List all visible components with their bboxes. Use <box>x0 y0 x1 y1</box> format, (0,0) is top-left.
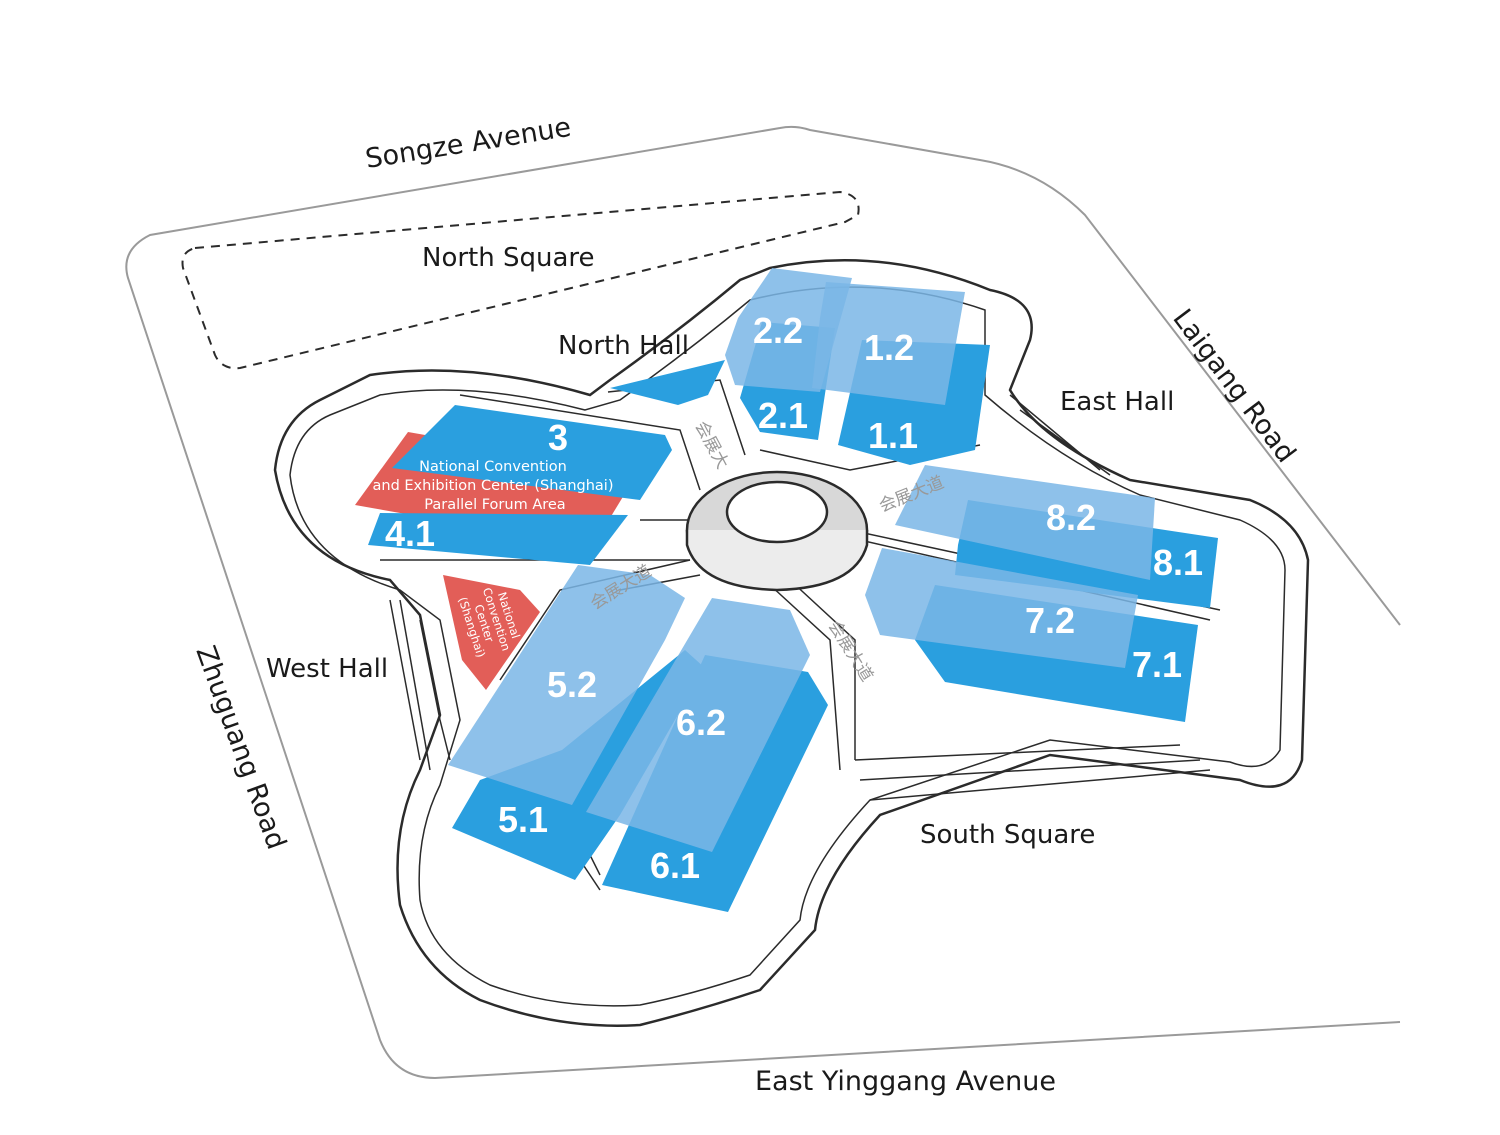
east-hall-label: East Hall <box>1060 387 1174 417</box>
forum-label-line1: National Convention <box>419 459 567 475</box>
hall-5-2-upper[interactable] <box>448 565 685 805</box>
forum-label-line2: and Exhibition Center (Shanghai) <box>373 478 614 494</box>
hall-label-8-1: 8.1 <box>1153 542 1203 583</box>
north-hall-label: North Hall <box>558 331 689 361</box>
hall-label-1-1: 1.1 <box>868 415 918 456</box>
hall-label-1-2: 1.2 <box>864 327 914 368</box>
central-hub <box>685 470 869 592</box>
road-label-south: East Yinggang Avenue <box>755 1066 1056 1097</box>
avenue-label-north: 会展大 <box>691 418 733 472</box>
north-square-outline <box>181 190 860 370</box>
hall-label-6-2: 6.2 <box>676 702 726 743</box>
forum-label-line3: Parallel Forum Area <box>424 497 565 513</box>
hall-label-2-2: 2.2 <box>753 310 803 351</box>
road-label-east: Laigang Road <box>1166 304 1301 469</box>
hall-7-2-upper[interactable] <box>865 548 1138 668</box>
avenue-label-southeast: 会展大道 <box>824 617 877 685</box>
hall-1-2-upper[interactable] <box>812 282 965 405</box>
hall-8-2-upper[interactable] <box>895 465 1155 580</box>
hall-4-1[interactable] <box>368 513 628 565</box>
south-square-label: South Square <box>920 820 1095 850</box>
venue-outline <box>273 259 1310 1027</box>
hall-label-7-2: 7.2 <box>1025 600 1075 641</box>
hall-label-4-1: 4.1 <box>385 513 435 554</box>
forum-label: National Convention and Exhibition Cente… <box>373 459 614 513</box>
road-label-north: Songze Avenue <box>363 112 573 175</box>
site-boundary <box>125 125 1401 1080</box>
hall-label-5-1: 5.1 <box>498 799 548 840</box>
venue-inner-outline <box>289 286 1286 1007</box>
hall-6-2-upper[interactable] <box>586 598 810 852</box>
hall-label-5-2: 5.2 <box>547 664 597 705</box>
hall-label-8-2: 8.2 <box>1046 497 1096 538</box>
hall-label-7-1: 7.1 <box>1132 644 1182 685</box>
hall-3[interactable] <box>392 405 672 500</box>
hall-label-3: 3 <box>548 417 568 458</box>
ncec-area[interactable] <box>443 575 540 690</box>
hall-north-entrance[interactable] <box>610 360 725 405</box>
west-hall-label: West Hall <box>266 654 388 684</box>
hall-label-6-1: 6.1 <box>650 845 700 886</box>
north-square-label: North Square <box>422 243 595 273</box>
hall-label-2-1: 2.1 <box>758 395 808 436</box>
